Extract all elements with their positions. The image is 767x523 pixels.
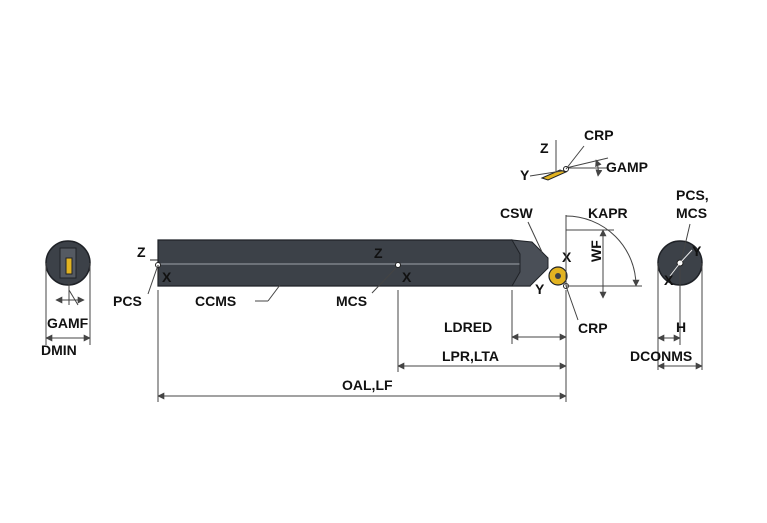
- top-insert: [540, 169, 568, 181]
- right-x-label: X: [664, 272, 674, 288]
- crp-x-label: X: [562, 249, 572, 265]
- ldred-label: LDRED: [444, 319, 492, 335]
- shank-body: [157, 239, 531, 287]
- gamf-label: GAMF: [47, 315, 89, 331]
- crp-y-label: Y: [535, 281, 545, 297]
- h-label: H: [676, 319, 686, 335]
- top-y-label: Y: [520, 167, 530, 183]
- insert-hole: [555, 273, 561, 279]
- wf-label: WF: [588, 240, 604, 262]
- gamp-label: GAMP: [606, 159, 648, 175]
- left-end-insert: [65, 257, 73, 275]
- mcs-point: [395, 262, 401, 268]
- side-view: Z X PCS CCMS Z X MCS X Y CRP CSW KAPR WF: [113, 205, 642, 402]
- mcs-z-label: Z: [374, 245, 383, 261]
- pcs-mcs-label-1: PCS,: [676, 187, 709, 203]
- left-end-view: GAMF DMIN: [41, 240, 91, 358]
- dconms-label: DCONMS: [630, 348, 692, 364]
- pcs-x-label: X: [162, 269, 172, 285]
- mcs-x-label: X: [402, 269, 412, 285]
- top-detail-view: Z Y CRP GAMP: [520, 127, 648, 183]
- dmin-label: DMIN: [41, 342, 77, 358]
- gamp-arc: [595, 159, 603, 177]
- mcs-label: MCS: [336, 293, 367, 309]
- right-y-label: Y: [692, 243, 702, 259]
- lpr-lta-label: LPR,LTA: [442, 348, 499, 364]
- kapr-label: KAPR: [588, 205, 628, 221]
- top-z-label: Z: [540, 140, 549, 156]
- cutting-head: [511, 239, 549, 287]
- pcs-z-label: Z: [137, 244, 146, 260]
- pcs-mcs-label-2: MCS: [676, 205, 707, 221]
- crp-top-label: CRP: [584, 127, 614, 143]
- crp-bottom-label: CRP: [578, 320, 608, 336]
- ccms-label: CCMS: [195, 293, 236, 309]
- right-end-view: Y X PCS, MCS H DCONMS: [630, 187, 709, 370]
- oal-lf-label: OAL,LF: [342, 377, 393, 393]
- kapr-arc: [565, 215, 640, 287]
- pcs-label: PCS: [113, 293, 142, 309]
- csw-label: CSW: [500, 205, 533, 221]
